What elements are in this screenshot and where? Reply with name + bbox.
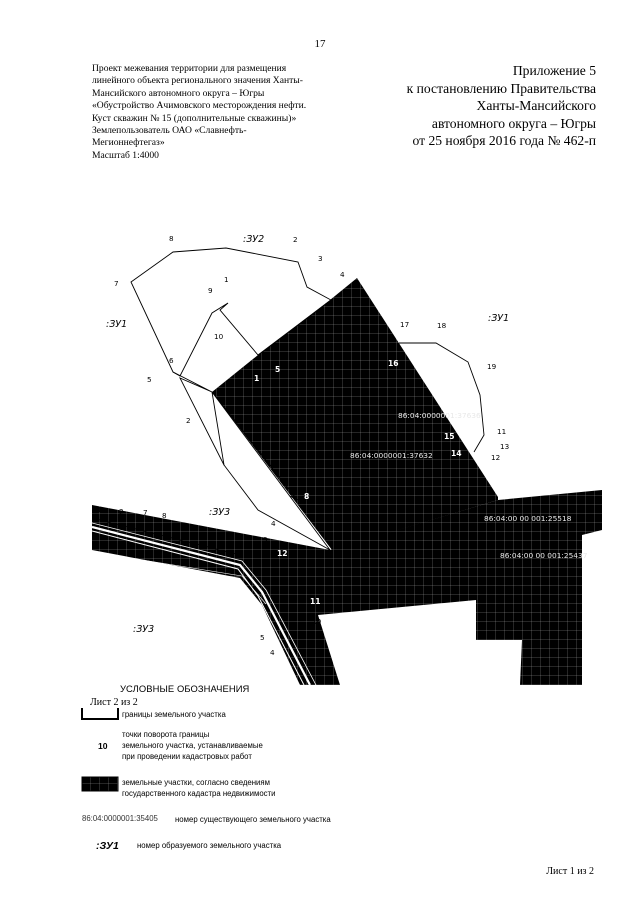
boundary-zu1	[399, 342, 485, 453]
point-number: 9	[208, 286, 213, 295]
point-number-inner: 8	[304, 492, 309, 501]
scale-line: Масштаб 1:4000	[92, 149, 159, 161]
point-number: 2	[293, 235, 298, 244]
legend-title: УСЛОВНЫЕ ОБОЗНАЧЕНИЯ	[120, 683, 250, 694]
point-number: 13	[500, 442, 509, 451]
cadastral-number: 86:04:00 00 001:25437	[500, 551, 588, 560]
point-number: 8	[169, 234, 174, 243]
legend-points-line: при проведении кадастровых работ	[122, 752, 252, 761]
legend-boundary-label: границы земельного участка	[122, 710, 226, 719]
boundary-line	[92, 517, 241, 556]
road-line	[92, 530, 305, 685]
legend-cadastre-desc: земельные участки, согласно сведениям го…	[122, 777, 275, 799]
zone-label-zu2: :ЗУ2	[243, 234, 264, 245]
point-number-inner: 5	[275, 365, 280, 374]
point-number-inner: 1	[254, 374, 259, 383]
point-number: 9	[263, 535, 268, 544]
appendix-line: Ханты-Мансийского	[476, 98, 596, 114]
point-number: 10	[214, 332, 224, 341]
cadastral-parcel-road	[92, 490, 602, 685]
zone-label-zu1-left: :ЗУ1	[106, 319, 127, 330]
project-line: «Обустройство Ачимовского месторождения …	[92, 100, 307, 112]
zone-label-zu3-upper: :ЗУ3	[209, 507, 230, 518]
road-line	[92, 522, 317, 685]
legend-existing-number-sample: 86:04:0000001:35405	[82, 814, 158, 823]
point-number-inner: 6	[213, 594, 218, 603]
point-number: 7	[143, 508, 148, 517]
point-number: 17	[400, 320, 409, 329]
point-number: 18	[437, 321, 447, 330]
point-number: 6	[169, 356, 174, 365]
point-number: 3	[318, 254, 323, 263]
legend-new-label-desc: номер образуемого земельного участка	[137, 841, 282, 850]
cadastral-number: 86:04:0000001:37636	[398, 411, 481, 420]
point-number: 12	[491, 453, 500, 462]
sheet-number-2: Лист 2 из 2	[90, 697, 138, 708]
point-number-inner: 15	[444, 432, 455, 441]
page-number: 17	[314, 38, 326, 50]
legend-cadastre-line: земельные участки, согласно сведениям	[122, 778, 270, 787]
point-number: 4	[340, 270, 345, 279]
point-number-inner: 11	[310, 597, 321, 606]
point-number: 5	[147, 375, 152, 384]
point-number: 2	[186, 416, 191, 425]
appendix-header: Приложение 5 к постановлению Правительст…	[296, 62, 596, 150]
cadastral-number: 86:04:00 00 001:25518	[484, 514, 572, 523]
appendix-line: автономного округа – Югры	[431, 115, 596, 131]
project-line: Землепользователь ОАО «Славнефть-	[92, 125, 247, 137]
road-line	[92, 551, 267, 605]
project-line: Мансийского автономного округа – Югры	[92, 87, 265, 99]
point-number: 1	[97, 505, 102, 514]
legend-existing-number-desc: номер существующего земельного участка	[175, 815, 331, 824]
point-number: 1	[224, 275, 229, 284]
appendix-line: к постановлению Правительства	[406, 80, 596, 96]
point-number: 5	[260, 633, 265, 642]
legend-points-line: точки поворота границы	[122, 730, 210, 739]
appendix-line: Приложение 5	[512, 63, 596, 78]
cadastral-number: 86:04:0000001:37632	[350, 451, 433, 460]
point-number: 7	[114, 279, 119, 288]
point-number: 4	[270, 648, 275, 657]
point-number-inner: 16	[388, 359, 399, 368]
point-number: 19	[487, 362, 497, 371]
appendix-line: от 25 ноября 2016 года № 462-п	[412, 133, 596, 149]
point-number-inner: 14	[451, 449, 462, 458]
project-description: Проект межевания территории для размещен…	[92, 63, 372, 162]
project-line: линейного объекта регионального значения…	[92, 75, 303, 87]
zone-label-zu1-right: :ЗУ1	[488, 313, 509, 324]
point-number: 10	[312, 617, 322, 626]
road-line	[92, 525, 311, 685]
zone-label-zu3-lower: :ЗУ3	[133, 624, 154, 635]
sheet-number-1: Лист 1 из 2	[546, 866, 594, 877]
legend-points-desc: точки поворота границы земельного участк…	[122, 729, 263, 762]
point-number-inner: 3	[232, 599, 237, 608]
project-line: Мегионнефтегаз»	[92, 137, 165, 149]
project-line: Проект межевания территории для размещен…	[92, 63, 287, 74]
legend-boundary-symbol	[81, 708, 119, 720]
boundary-wedge	[211, 391, 331, 551]
point-number-inner: 12	[277, 549, 288, 558]
point-number: 2	[119, 507, 124, 516]
legend-cadastre-line: государственного кадастра недвижимости	[122, 789, 276, 798]
boundary-strip-edge	[211, 391, 297, 499]
legend-cadastre-symbol	[81, 776, 119, 792]
legend-point-sample: 10	[98, 741, 108, 751]
legend-new-label-sample: :ЗУ1	[96, 840, 119, 852]
point-number: 8	[162, 511, 167, 520]
legend-points-line: земельного участка, устанавливаемые	[122, 741, 263, 750]
point-number: 11	[497, 427, 506, 436]
project-line: Куст скважин № 15 (дополнительные скважи…	[92, 112, 297, 124]
point-number: 4	[271, 519, 276, 528]
